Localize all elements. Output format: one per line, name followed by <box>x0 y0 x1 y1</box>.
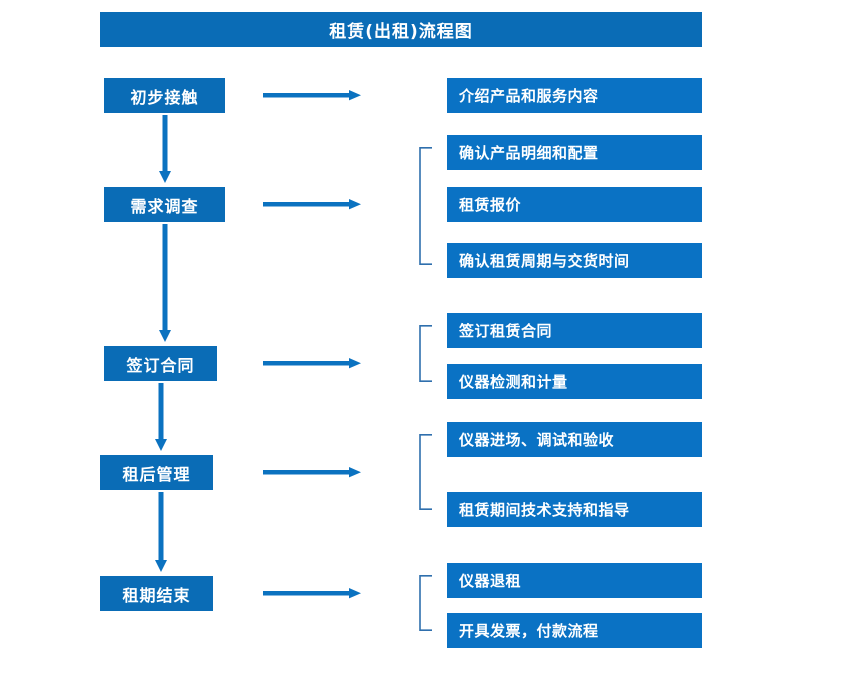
group-bracket-4 <box>419 434 433 510</box>
arrow-right-requirement-survey <box>263 197 361 211</box>
detail-box-2-3[interactable]: 确认租赁周期与交货时间 <box>447 243 702 278</box>
group-bracket-3 <box>419 325 433 382</box>
detail-box-2-1[interactable]: 确认产品明细和配置 <box>447 135 702 170</box>
arrow-right-rental-end <box>263 586 361 600</box>
stage-box-2[interactable]: 需求调查 <box>104 187 225 222</box>
detail-box-3-1[interactable]: 签订租赁合同 <box>447 313 702 348</box>
flowchart-title: 租赁(出租)流程图 <box>100 12 702 47</box>
arrow-down-contact-to-survey <box>157 115 171 183</box>
detail-box-5-1[interactable]: 仪器退租 <box>447 563 702 598</box>
detail-box-1-1[interactable]: 介绍产品和服务内容 <box>447 78 702 113</box>
group-bracket-5 <box>419 575 433 631</box>
arrow-right-initial-contact <box>263 88 361 102</box>
detail-box-4-1[interactable]: 仪器进场、调试和验收 <box>447 422 702 457</box>
stage-box-1[interactable]: 初步接触 <box>104 78 225 113</box>
arrow-down-contract-to-post <box>153 383 167 451</box>
arrow-down-post-to-end <box>153 492 167 572</box>
group-bracket-2 <box>419 147 433 265</box>
stage-box-5[interactable]: 租期结束 <box>100 576 213 611</box>
arrow-down-survey-to-contract <box>157 224 171 342</box>
detail-box-5-2[interactable]: 开具发票，付款流程 <box>447 613 702 648</box>
detail-box-4-2[interactable]: 租赁期间技术支持和指导 <box>447 492 702 527</box>
detail-box-3-2[interactable]: 仪器检测和计量 <box>447 364 702 399</box>
arrow-right-sign-contract <box>263 356 361 370</box>
arrow-right-post-rental <box>263 465 361 479</box>
stage-box-4[interactable]: 租后管理 <box>100 455 213 490</box>
detail-box-2-2[interactable]: 租赁报价 <box>447 187 702 222</box>
stage-box-3[interactable]: 签订合同 <box>104 346 217 381</box>
